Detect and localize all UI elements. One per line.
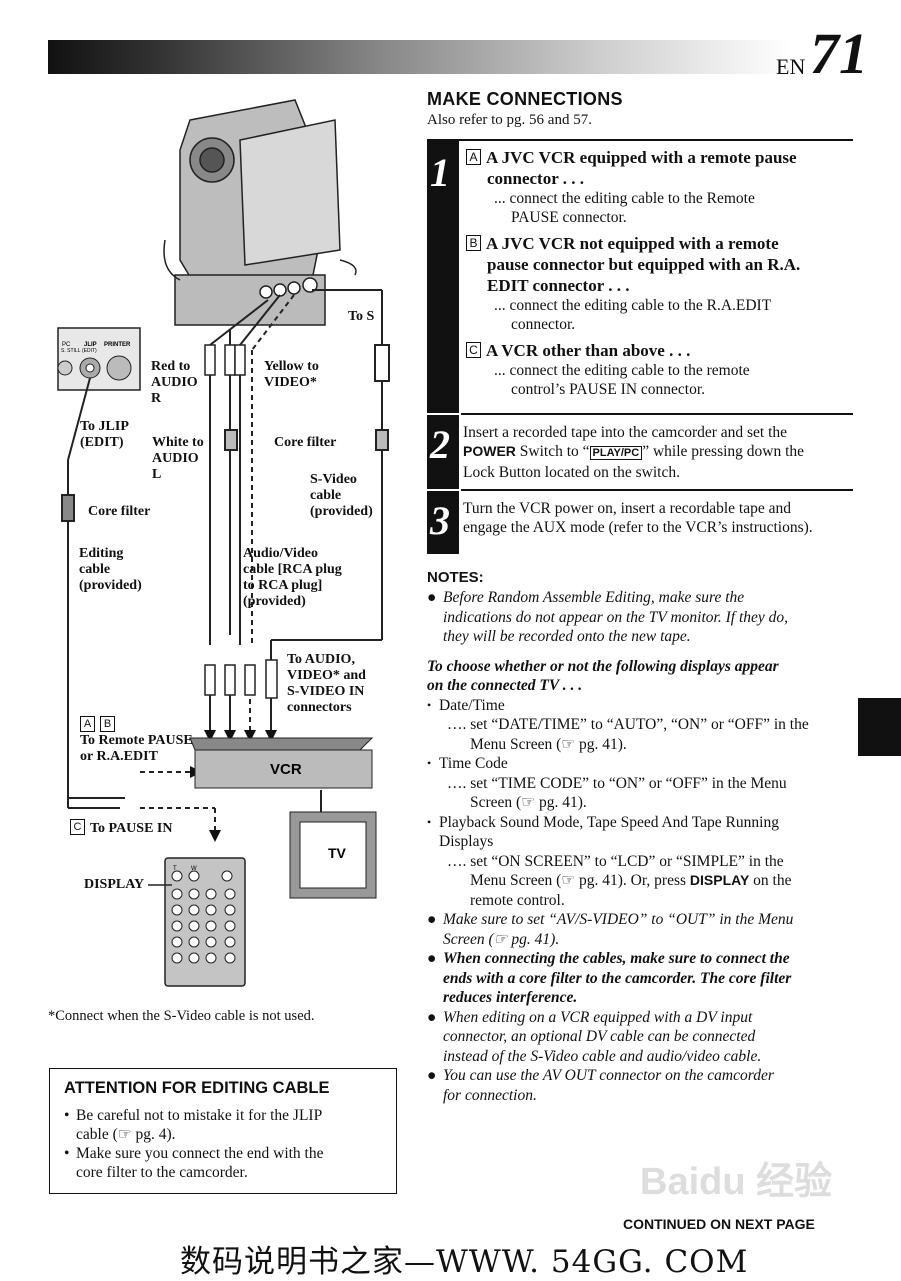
step-3-column: 3 xyxy=(427,491,459,554)
option-b-title-2: pause connector but equipped with an R.A… xyxy=(487,255,801,274)
remote-label-t: T xyxy=(173,866,177,872)
jack-label-jlip: JLIP xyxy=(84,342,97,348)
jack-label-pc: PC xyxy=(62,342,71,348)
label-to-s: To S xyxy=(348,309,375,324)
step-2-line-1: Insert a recorded tape into the camcorde… xyxy=(463,424,788,441)
note-4: ● When editing on a VCR equipped with a … xyxy=(427,1008,762,1065)
tv-illustration: TV xyxy=(289,811,377,899)
step-2-rule xyxy=(461,489,853,491)
steps-top-rule xyxy=(427,139,853,141)
notes-block: ● Before Random Assemble Editing, make s… xyxy=(427,588,855,1105)
section-title: MAKE CONNECTIONS xyxy=(427,89,623,109)
playback-item: • Playback Sound Mode, Tape Speed And Ta… xyxy=(427,813,792,909)
baidu-watermark: Baidu 经验 xyxy=(640,1161,833,1203)
section-side-tab xyxy=(858,698,901,756)
tv-label: TV xyxy=(328,845,347,861)
attention-box: ATTENTION FOR EDITING CABLE •Be careful … xyxy=(49,1068,397,1194)
option-c-box: C xyxy=(466,342,481,358)
attention-item-1: •Be careful not to mistake it for the JL… xyxy=(64,1107,323,1143)
attention-title: ATTENTION FOR EDITING CABLE xyxy=(64,1079,330,1097)
step-1-column: 1 xyxy=(427,141,459,413)
option-c-desc: ... connect the editing cable to the rem… xyxy=(494,362,750,379)
step-1-number: 1 xyxy=(430,150,450,195)
jack-panel-illustration: PC S. STILL JLIP (EDIT) PRINTER xyxy=(57,327,141,391)
rca-plugs xyxy=(204,344,278,699)
jack-label-printer: PRINTER xyxy=(104,342,131,348)
date-time-item: • Date/Time …. set “DATE/TIME” to “AUTO”… xyxy=(427,696,809,753)
label-display: DISPLAY xyxy=(84,877,145,892)
camcorder-illustration xyxy=(163,99,357,326)
step-3-line-2: engage the AUX mode (refer to the VCR’s … xyxy=(463,519,813,536)
jack-label-still: S. STILL xyxy=(61,348,81,354)
choose-displays-text: To choose whether or not the following d… xyxy=(427,657,779,695)
option-c-desc-2: control’s PAUSE IN connector. xyxy=(511,381,706,398)
option-b-box: B xyxy=(466,235,481,251)
option-a-title-2: connector . . . xyxy=(487,169,584,188)
remote-label-w: W xyxy=(191,866,197,872)
arrows xyxy=(190,730,277,842)
remote-illustration: T W xyxy=(148,857,246,987)
note-5: ● You can use the AV OUT connector on th… xyxy=(427,1067,774,1104)
step-2-text: Insert a recorded tape into the camcorde… xyxy=(463,423,855,482)
option-a-desc-2: PAUSE connector. xyxy=(511,209,627,226)
vcr-label: VCR xyxy=(270,761,302,778)
step-2-line-2: POWER Switch to “PLAY/PC” while pressing… xyxy=(463,443,805,460)
option-b-title-3: EDIT connector . . . xyxy=(487,276,630,295)
step-3-text: Turn the VCR power on, insert a recordab… xyxy=(463,499,855,537)
step-3-line-1: Turn the VCR power on, insert a recordab… xyxy=(463,500,792,517)
note-3: ● When connecting the cables, make sure … xyxy=(427,950,792,1006)
step-2-line-3: Lock Button located on the switch. xyxy=(463,464,680,481)
connection-diagram: PC S. STILL JLIP (EDIT) PRINTER xyxy=(57,99,390,987)
step-2-number: 2 xyxy=(430,422,450,467)
jack-label-edit: (EDIT) xyxy=(82,348,97,354)
notes-heading: NOTES: xyxy=(427,569,484,586)
step-1-rule xyxy=(461,413,853,415)
option-a-desc: ... connect the editing cable to the Rem… xyxy=(494,190,755,207)
label-to-jlip: To JLIP(EDIT) xyxy=(80,419,129,450)
step-3-number: 3 xyxy=(430,498,450,543)
vcr-illustration: VCR xyxy=(189,737,374,789)
play-pc-switch-label: PLAY/PC xyxy=(589,446,643,460)
note-1: ● Before Random Assemble Editing, make s… xyxy=(427,589,789,645)
label-core-filter-editing: Core filter xyxy=(88,504,151,519)
header-gradient-bar xyxy=(48,40,793,74)
display-button-ref: DISPLAY xyxy=(689,872,750,888)
page-language: EN xyxy=(776,54,806,79)
option-b-desc: ... connect the editing cable to the R.A… xyxy=(494,297,772,314)
label-core-filter-av: Core filter xyxy=(274,435,337,450)
note-2: ● Make sure to set “AV/S-VIDEO” to “OUT”… xyxy=(427,911,794,948)
step-2-column: 2 xyxy=(427,415,459,489)
time-code-item: • Time Code …. set “TIME CODE” to “ON” o… xyxy=(427,755,787,811)
site-watermark: 数码说明书之家—WWW. 54GG. COM xyxy=(180,1244,749,1280)
continued-label: CONTINUED ON NEXT PAGE xyxy=(623,1216,815,1232)
option-a-box: A xyxy=(466,149,481,165)
option-b-desc-2: connector. xyxy=(511,316,576,333)
attention-list: •Be careful not to mistake it for the JL… xyxy=(64,1106,384,1182)
cables xyxy=(61,289,390,830)
footnote: *Connect when the S-Video cable is not u… xyxy=(48,1008,315,1024)
page-number: 71 xyxy=(810,21,868,86)
section-subtitle: Also refer to pg. 56 and 57. xyxy=(427,112,592,128)
